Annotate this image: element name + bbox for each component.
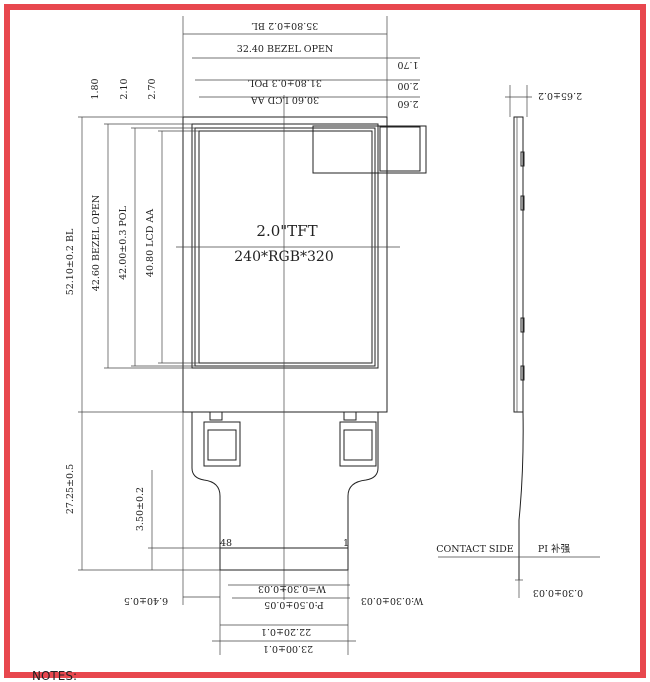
labels: 35.80±0.2 BL 32.40 BEZEL OPEN 31.80±0.3 … [32, 20, 583, 682]
backlight-outline [182, 116, 388, 413]
dim-200: 2.00 [397, 80, 418, 91]
notes-heading: NOTES: [32, 669, 77, 682]
red-border-frame [4, 4, 646, 678]
trace-width-label: W=0.30±0.03 [258, 583, 326, 594]
dim-2300: 23.00±0.1 [263, 643, 313, 654]
fpc-thickness-label: 0.30±0.03 [533, 587, 583, 598]
dim-180: 1.80 [90, 78, 101, 99]
aa-width-label: 30.60 LCD AA [251, 94, 319, 105]
pixel-detail-box [312, 125, 427, 174]
pin-48-label: 48 [220, 538, 232, 549]
fpc-tail [191, 412, 379, 571]
fpc-length-label: 27.25±0.5 [65, 464, 76, 514]
bezel-open-width-label: 32.40 BEZEL OPEN [237, 44, 333, 55]
pol-height-label: 42.00±0.3 POL [118, 205, 129, 279]
pol-width-label: 31.80±0.3 POL [247, 77, 321, 88]
aa-height-label: 40.80 LCD AA [145, 209, 156, 277]
dim-260: 2.60 [397, 98, 418, 109]
pixel-grid [379, 126, 421, 172]
dim-640: 6.40±0.5 [124, 595, 168, 606]
bl-width-label: 35.80±0.2 BL [251, 20, 318, 31]
bl-height-label: 52.10±0.2 BL [65, 228, 76, 295]
dim-350: 3.50±0.2 [135, 487, 146, 531]
pi-stiffener-label: PI 补强 [538, 543, 571, 555]
panel-size-title: 2.0"TFT [256, 222, 317, 240]
module-side-profile [513, 116, 524, 413]
width-w-label: W:0.30±0.03 [361, 595, 423, 606]
dim-270: 2.70 [147, 78, 158, 99]
pitch-label: P:0.50±0.05 [264, 599, 324, 610]
fpc-pad-left [203, 421, 241, 467]
panel-resolution-title: 240*RGB*320 [234, 249, 333, 265]
bezel-opening [191, 123, 379, 369]
dim-2220: 22.20±0.1 [261, 626, 311, 637]
fpc-pad-right [339, 421, 377, 467]
dim-170: 1.70 [397, 59, 418, 70]
contact-side-label: CONTACT SIDE [436, 544, 514, 555]
dim-210: 2.10 [119, 78, 130, 99]
front-view [176, 95, 427, 600]
dimension-lines [78, 16, 420, 655]
bezel-open-height-label: 42.60 BEZEL OPEN [91, 195, 102, 291]
side-view [438, 85, 600, 598]
contact-pins [219, 547, 349, 571]
pin-1-label: 1 [343, 538, 349, 549]
thickness-label: 2.65±0.2 [538, 90, 582, 101]
